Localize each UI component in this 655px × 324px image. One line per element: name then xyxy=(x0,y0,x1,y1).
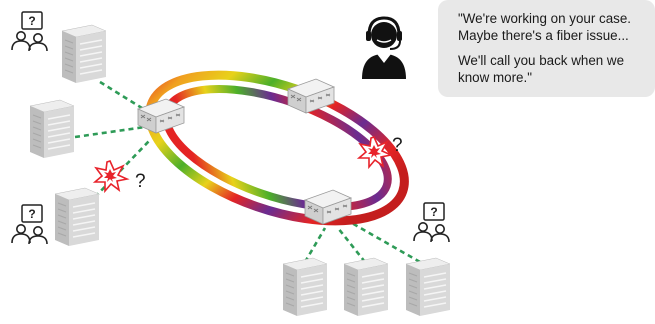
building-icon-6 xyxy=(405,257,451,317)
fiber-break-icon-access xyxy=(94,160,128,192)
speech-line-4: know more." xyxy=(458,70,532,85)
speech-bubble: "We're working on your case. Maybe there… xyxy=(438,0,655,97)
link-building-2 xyxy=(74,125,146,139)
building-icon-1 xyxy=(61,24,107,84)
user-group-icon-3 xyxy=(413,202,450,243)
link-building-5 xyxy=(336,227,367,263)
building-icon-2 xyxy=(29,99,75,159)
speech-line-2: Maybe there's a fiber issue... xyxy=(458,28,629,43)
access-links xyxy=(74,80,421,264)
link-building-6 xyxy=(349,220,421,264)
building-icon-3 xyxy=(54,187,100,247)
headset-agent-icon xyxy=(362,16,406,79)
switch-icon-west xyxy=(137,98,185,134)
user-group-icon-1 xyxy=(11,11,48,52)
building-icon-5 xyxy=(343,257,389,317)
question-mark-access: ? xyxy=(135,171,146,192)
building-icon-4 xyxy=(282,257,328,317)
speech-line-1: "We're working on your case. xyxy=(458,11,632,26)
link-building-4 xyxy=(303,227,327,263)
question-mark-ring: ? xyxy=(392,135,403,156)
user-group-icon-2 xyxy=(11,204,48,245)
speech-line-3: We'll call you back when we xyxy=(458,53,625,68)
